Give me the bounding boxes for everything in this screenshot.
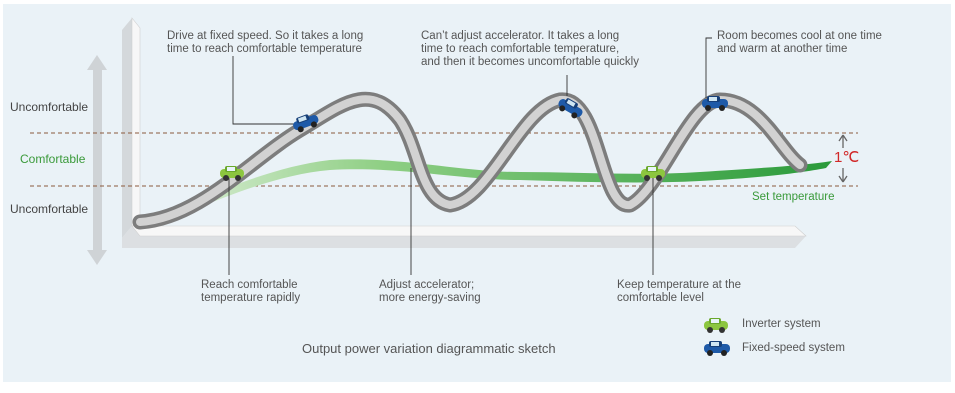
fixed-speed-output-ribbon bbox=[132, 91, 808, 230]
diagram-caption: Output power variation diagrammatic sket… bbox=[302, 341, 556, 356]
fixed-speed-car-icon bbox=[293, 114, 319, 133]
fixed-speed-car-icon bbox=[558, 98, 583, 119]
legend-inverter-label: Inverter system bbox=[742, 318, 821, 330]
tolerance-label: 1℃ bbox=[834, 149, 860, 166]
annotation-no-accelerator: Can’t adjust accelerator. It takes a lon… bbox=[421, 30, 639, 68]
annotation-adjust-accelerator: Adjust accelerator; more energy-saving bbox=[379, 279, 481, 304]
inverter-car-icon bbox=[641, 166, 665, 181]
fixed-speed-car-icon bbox=[702, 96, 728, 111]
inverter-car-icon bbox=[220, 166, 244, 181]
annotation-reach-rapidly: Reach comfortable temperature rapidly bbox=[201, 279, 301, 304]
annotation-fixed-speed-time: Drive at fixed speed. So it takes a long… bbox=[167, 30, 364, 55]
legend-fixed-speed-car-icon bbox=[704, 341, 730, 356]
set-temperature-label: Set temperature bbox=[752, 191, 835, 203]
tolerance-arrows bbox=[838, 134, 848, 183]
lower-uncomfortable-label: Uncomfortable bbox=[10, 202, 89, 216]
upper-uncomfortable-label: Uncomfortable bbox=[10, 100, 89, 114]
annotation-keep-temperature: Keep temperature at the comfortable leve… bbox=[617, 279, 742, 304]
leader-lines bbox=[228, 37, 712, 275]
comfortable-label: Comfortable bbox=[20, 152, 86, 166]
legend-inverter-car-icon bbox=[704, 318, 728, 333]
axis-frame bbox=[122, 17, 807, 248]
legend-fixed-speed-label: Fixed-speed system bbox=[742, 342, 845, 354]
annotation-room-cool-warm: Room becomes cool at one time and warm a… bbox=[717, 30, 882, 55]
temperature-axis-arrow bbox=[87, 55, 107, 265]
